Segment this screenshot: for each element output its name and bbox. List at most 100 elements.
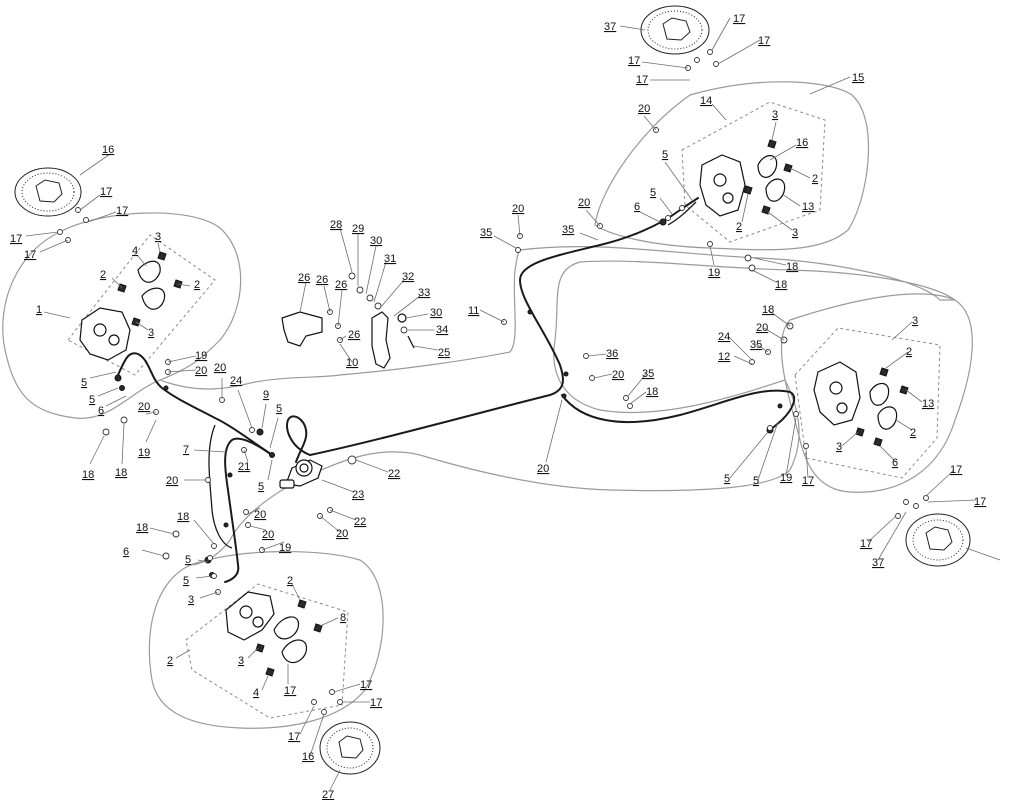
rear-left-pad-b [281, 639, 308, 664]
callout-5: 5 [89, 394, 95, 406]
callout-3: 6 [892, 457, 898, 469]
callout-2: 3 [238, 655, 244, 667]
callout-19: 19 [279, 542, 291, 554]
callout-5: 5 [662, 149, 668, 161]
callout-20: 20 [638, 103, 650, 115]
callout-18: 18 [762, 304, 774, 316]
callout-35: 12 [718, 351, 730, 363]
callout-17: 17 [950, 464, 962, 476]
front-right-caliper-assembly [813, 361, 909, 447]
callout-37: 37 [604, 21, 616, 33]
front-left-pad-a [137, 260, 161, 283]
front-left-dashed-box [67, 234, 216, 376]
callout-17: 17 [116, 205, 128, 217]
callout-20: 20 [214, 362, 226, 374]
rear-right-region [594, 81, 869, 251]
callout-17: 17 [733, 13, 745, 25]
callout-18: 18 [136, 522, 148, 534]
brake-discs [14, 5, 971, 775]
callout-17: 37 [872, 557, 884, 569]
brake-lines [117, 197, 796, 583]
callout-12: 3 [912, 315, 918, 327]
callout-11: 20 [537, 463, 549, 475]
callout-6: 5 [185, 554, 191, 566]
callout-13: 13 [802, 201, 814, 213]
callout-6: 5 [724, 473, 730, 485]
callout-20: 20 [254, 509, 266, 521]
callout-20: 11 [468, 305, 479, 317]
callout-2: 2 [194, 279, 200, 291]
callout-21: 21 [238, 461, 250, 473]
rear-right-caliper-assembly [699, 139, 793, 217]
callout-17: 17 [288, 731, 300, 743]
callout-20: 20 [512, 203, 524, 215]
rear-right-pad-a [757, 155, 778, 178]
callout-25: 26 [298, 272, 310, 284]
callout-28: 29 [352, 223, 364, 235]
caliper-dashed-boxes [67, 101, 941, 719]
hardware-bolts [57, 49, 929, 715]
callout-17: 17 [100, 186, 112, 198]
disc-front-right [905, 513, 971, 567]
callout-15: 15 [852, 72, 864, 84]
callout-3: 3 [792, 227, 798, 239]
region-outlines [2, 81, 973, 729]
front-right-region [780, 293, 973, 493]
callout-35: 35 [562, 224, 574, 236]
pedal-assembly [281, 272, 415, 369]
rear-left-branch [208, 424, 233, 549]
callout-17: 17 [860, 538, 872, 550]
callout-3: 3 [772, 109, 778, 121]
rear-left-region [148, 550, 384, 729]
callout-32: 33 [418, 287, 430, 299]
callout-4: 17 [284, 685, 296, 697]
callout-20: 18 [177, 511, 189, 523]
callout-31: 32 [402, 271, 414, 283]
callout-16: 27 [322, 789, 334, 800]
callout-16: 16 [796, 137, 808, 149]
callout-22: 22 [354, 516, 366, 528]
callout-5: 5 [81, 377, 87, 389]
callout-20: 20 [578, 197, 590, 209]
callout-17: 17 [24, 249, 36, 261]
callout-19: 19 [138, 447, 150, 459]
callout-8: 2 [167, 655, 173, 667]
fitting-13 [163, 385, 169, 391]
callout-17: 17 [636, 74, 648, 86]
fitting-7 [659, 218, 667, 226]
pedal-bracket [281, 311, 323, 347]
callout-26: 26 [316, 274, 328, 286]
callout-19: 19 [195, 350, 207, 362]
callout-18: 6 [123, 546, 129, 558]
rear-left-pad-a [273, 616, 300, 640]
callout-18: 18 [775, 279, 787, 291]
callout-5: 5 [183, 575, 189, 587]
callout-3: 3 [155, 231, 161, 243]
callout-17: 16 [302, 751, 314, 763]
rear-right-pad-b [765, 178, 786, 202]
callout-22: 20 [336, 528, 348, 540]
callout-30: 34 [436, 324, 448, 336]
front-right-pad-a [869, 382, 890, 406]
callout-13: 2 [910, 427, 916, 439]
callout-3: 2 [287, 575, 293, 587]
callout-18: 20 [756, 322, 768, 334]
callout-5: 5 [258, 481, 264, 493]
callout-20: 35 [642, 368, 654, 380]
callout-18: 18 [786, 261, 798, 273]
front-right-dashed-box [794, 327, 941, 479]
fitting-12 [777, 403, 783, 409]
callout-24: 24 [230, 375, 242, 387]
callout-35: 18 [646, 386, 658, 398]
callout-5: 5 [650, 187, 656, 199]
return-spring [397, 313, 407, 323]
callout-2: 2 [736, 221, 742, 233]
callout-26: 26 [335, 279, 347, 291]
fitting-11 [527, 309, 533, 315]
central-frame-region-upper [159, 249, 521, 390]
main-brake-line [309, 197, 699, 456]
fitting-4 [119, 385, 125, 391]
callout-26: 26 [348, 329, 360, 341]
callout-17: 17 [360, 679, 372, 691]
callout-2: 8 [340, 612, 346, 624]
